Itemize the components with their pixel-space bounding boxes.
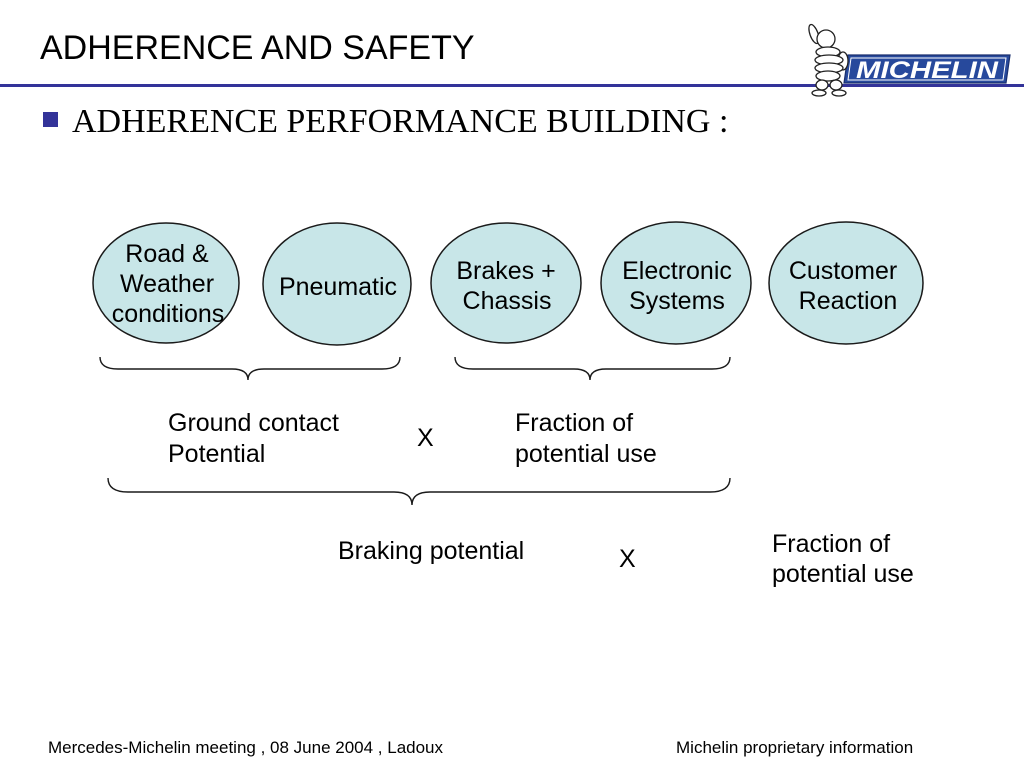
brace-braking-potential xyxy=(107,477,731,506)
node-label-line: Road & xyxy=(125,240,209,268)
ground-contact-label: Potential xyxy=(168,440,265,468)
bibendum-foot xyxy=(811,89,827,97)
michelin-logo: MICHELIN xyxy=(808,23,1011,97)
node-label-line: Weather xyxy=(120,270,214,298)
node-label-line: Chassis xyxy=(463,287,552,315)
node-label-line: Customer xyxy=(789,257,897,285)
node-label-line: Pneumatic xyxy=(279,273,397,301)
title-underline-rule xyxy=(0,84,1024,87)
logo-band-inner-border xyxy=(847,57,1007,81)
multiply-operator: X xyxy=(619,545,636,573)
braking-potential-label: Braking potential xyxy=(338,537,524,565)
logo-band xyxy=(843,54,1011,84)
node-brakes-chassis-ellipse xyxy=(430,222,582,344)
node-electronic-systems-ellipse xyxy=(600,221,752,345)
brace-fraction-potential xyxy=(454,356,731,381)
node-label-line: Brakes + xyxy=(456,257,555,285)
node-customer-reaction-ellipse xyxy=(768,221,924,345)
node-label-line: Electronic xyxy=(622,257,732,285)
node-label-line: Reaction xyxy=(799,287,898,315)
ground-contact-label: Ground contact xyxy=(168,409,339,437)
node-pneumatic-ellipse xyxy=(262,222,412,346)
brace-ground-contact xyxy=(99,356,401,381)
bibendum-head xyxy=(816,29,836,49)
bibendum-foot xyxy=(831,89,847,97)
logo-wordmark: MICHELIN xyxy=(856,57,999,84)
bibendum-mascot-icon xyxy=(808,23,849,97)
fraction-label: Fraction of xyxy=(515,409,633,437)
bibendum-leg xyxy=(829,79,843,91)
footer-proprietary-notice: Michelin proprietary information xyxy=(676,738,913,757)
fraction-label: Fraction of xyxy=(772,530,890,558)
multiply-operator: X xyxy=(417,424,434,452)
node-label-line: conditions xyxy=(112,300,225,328)
bibendum-leg xyxy=(815,79,829,91)
section-heading: ADHERENCE PERFORMANCE BUILDING : xyxy=(72,103,728,140)
slide-title: ADHERENCE AND SAFETY xyxy=(40,29,475,67)
fraction-label: potential use xyxy=(515,440,657,468)
fraction-label: potential use xyxy=(772,560,914,588)
node-label-line: Systems xyxy=(629,287,725,315)
bullet-square-icon xyxy=(43,112,58,127)
bibendum-ring xyxy=(815,70,841,82)
footer-meeting-info: Mercedes-Michelin meeting , 08 June 2004… xyxy=(48,738,444,757)
node-road-weather-ellipse xyxy=(92,222,240,344)
